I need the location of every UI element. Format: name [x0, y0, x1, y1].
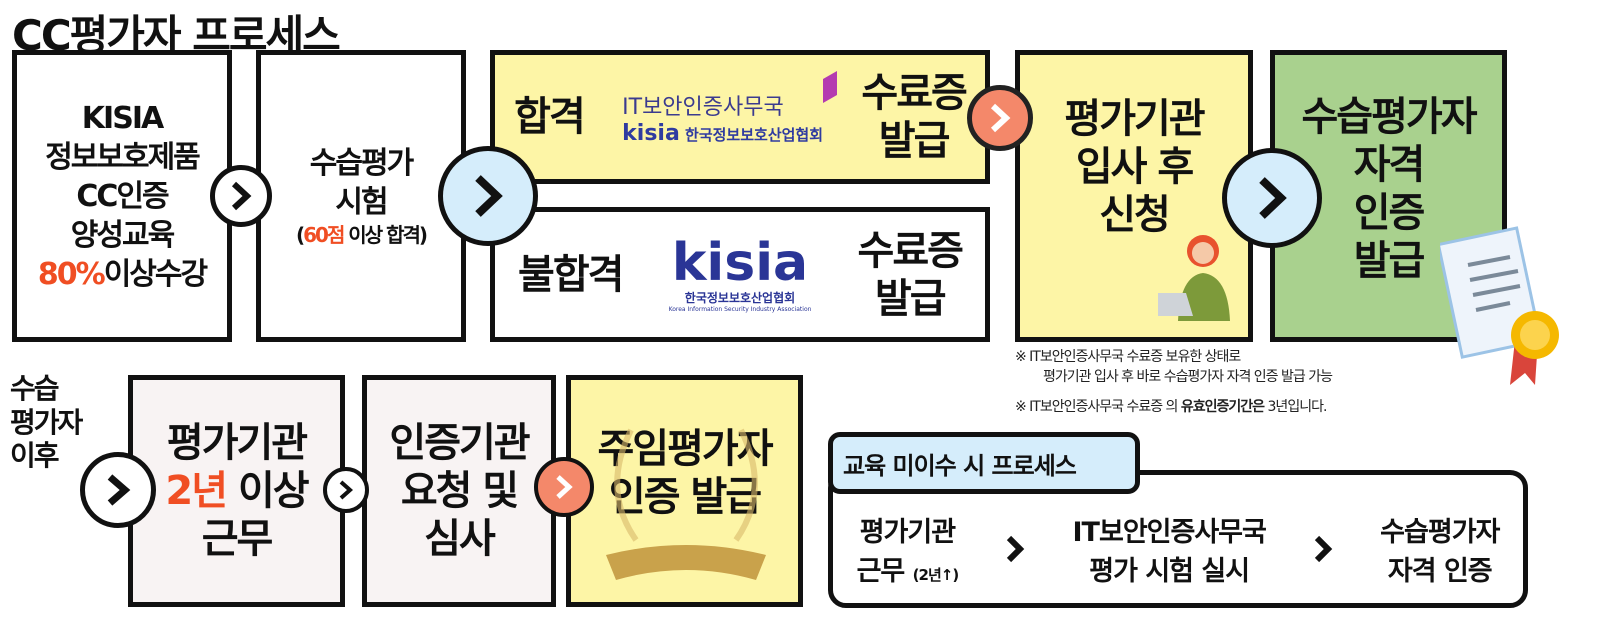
- issuer-logo: IT보안인증사무국 kisia 한국정보보호산업협회: [622, 70, 838, 146]
- text: 양성교육: [70, 217, 175, 253]
- text: 이상수강: [103, 256, 208, 292]
- logo-mark-icon: [823, 70, 838, 103]
- text: 자격: [1353, 142, 1426, 188]
- text: 이상: [226, 468, 310, 514]
- step-apply-after-joining: 평가기관 입사 후 신청: [1015, 50, 1253, 342]
- footnote-1: ※ IT보안인증사무국 수료증 보유한 상태로 평가기관 입사 후 바로 수습평…: [1015, 346, 1333, 386]
- chevron-right-icon: [967, 85, 1033, 151]
- text: 평가기관: [166, 420, 308, 466]
- text: 심사: [424, 516, 496, 562]
- text: 평가기관: [1064, 96, 1205, 142]
- footnote-2: ※ IT보안인증사무국 수료증 의 유효인증기간은 3년입니다.: [1015, 396, 1328, 416]
- chevron-right-icon: [1007, 535, 1025, 563]
- text: ※ IT보안인증사무국 수료증 의: [1015, 399, 1181, 415]
- laurel-wreath-icon: [596, 400, 776, 601]
- text: 이상 합격): [343, 223, 428, 247]
- chevron-right-icon: [210, 165, 272, 227]
- chevron-right-icon: [534, 457, 594, 517]
- step-kisia-training: KISIA 정보보호제품 CC인증 양성교육 80%이상수강: [12, 50, 232, 342]
- step-lead-evaluator-cert: 주임평가자 인증 발급: [566, 375, 803, 607]
- kisia-logo: kisia 한국정보보호산업협회 Korea Information Secur…: [669, 237, 812, 313]
- text: 인증기관: [389, 420, 530, 466]
- text: 평가기관 입사 후 바로 수습평가자 자격 인증 발급 가능: [1043, 369, 1333, 385]
- pass-criteria: (60점 이상 합격): [295, 222, 428, 248]
- text: 수습: [10, 372, 60, 405]
- text: 수습평가자: [1301, 94, 1478, 140]
- after-probation-label: 수습 평가자 이후: [10, 372, 83, 473]
- text: 입사 후: [1075, 144, 1194, 190]
- kisia-wordmark: kisia: [671, 232, 809, 293]
- text: 발급: [878, 118, 951, 164]
- fail-label: 불합격: [518, 251, 624, 298]
- text: 수습평가: [309, 146, 414, 181]
- text: 요청 및: [400, 468, 519, 514]
- chevron-right-icon: [80, 452, 156, 528]
- text: 3년입니다.: [1264, 399, 1328, 415]
- text: 수료증: [857, 227, 964, 274]
- text: 80%이상수강: [37, 255, 208, 294]
- pass-label: 합격: [514, 94, 586, 140]
- text: 이후: [10, 439, 60, 473]
- text: 발급: [874, 275, 947, 322]
- text: 수료증: [861, 70, 967, 116]
- org-name: 한국정보보호산업협회: [685, 125, 824, 144]
- text: 신청: [1099, 192, 1171, 238]
- woman-laptop-illustration: [1153, 221, 1238, 332]
- attendance-percent: 80%: [37, 256, 106, 292]
- step-work-2years: 평가기관 2년 이상 근무: [128, 375, 345, 607]
- years: 2년: [165, 468, 228, 514]
- text: ※ IT보안인증사무국 수료증 보유한 상태로: [1015, 349, 1241, 365]
- chevron-right-icon: [438, 146, 538, 246]
- text: CC인증: [76, 178, 169, 214]
- text: 시험: [335, 185, 388, 220]
- score: 60점: [303, 223, 345, 247]
- result-fail: 불합격 kisia 한국정보보호산업협회 Korea Information S…: [490, 207, 990, 342]
- chevron-right-icon: [1222, 148, 1322, 248]
- issuer-name: IT보안인증사무국: [622, 94, 784, 120]
- text: KISIA: [81, 100, 164, 136]
- text: 평가자: [10, 405, 83, 439]
- alt-process-tab: 교육 미이수 시 프로세스: [828, 432, 1140, 494]
- certificate-icon: [1436, 225, 1570, 394]
- text: 인증: [1353, 190, 1426, 236]
- text: 근무: [201, 516, 274, 562]
- text: 평가 시험 실시: [1089, 556, 1250, 587]
- text: 자격 인증: [1387, 556, 1493, 587]
- org-name-en: Korea Information Security Industry Asso…: [668, 305, 812, 313]
- text: 수습평가자: [1380, 517, 1500, 548]
- text: IT보안인증사무국: [1072, 517, 1267, 548]
- chevron-right-icon: [323, 467, 369, 513]
- text: 정보보호제품: [45, 139, 201, 175]
- text: 유효인증기간은: [1180, 399, 1265, 415]
- kisia-logo: kisia: [622, 120, 680, 146]
- chevron-right-icon: [1314, 535, 1333, 563]
- text: 평가기관: [859, 517, 956, 548]
- step-cert-body-review: 인증기관 요청 및 심사: [362, 375, 556, 607]
- step-probation-exam: 수습평가 시험 (60점 이상 합격): [256, 50, 466, 342]
- text: 근무: [856, 556, 906, 587]
- text: 인증 발급: [608, 474, 762, 520]
- text: (: [295, 223, 305, 247]
- text: (2년↑): [912, 566, 960, 584]
- text: 2년 이상: [165, 467, 310, 515]
- org-name: 한국정보보호산업협회: [684, 290, 796, 305]
- text: 발급: [1353, 238, 1426, 284]
